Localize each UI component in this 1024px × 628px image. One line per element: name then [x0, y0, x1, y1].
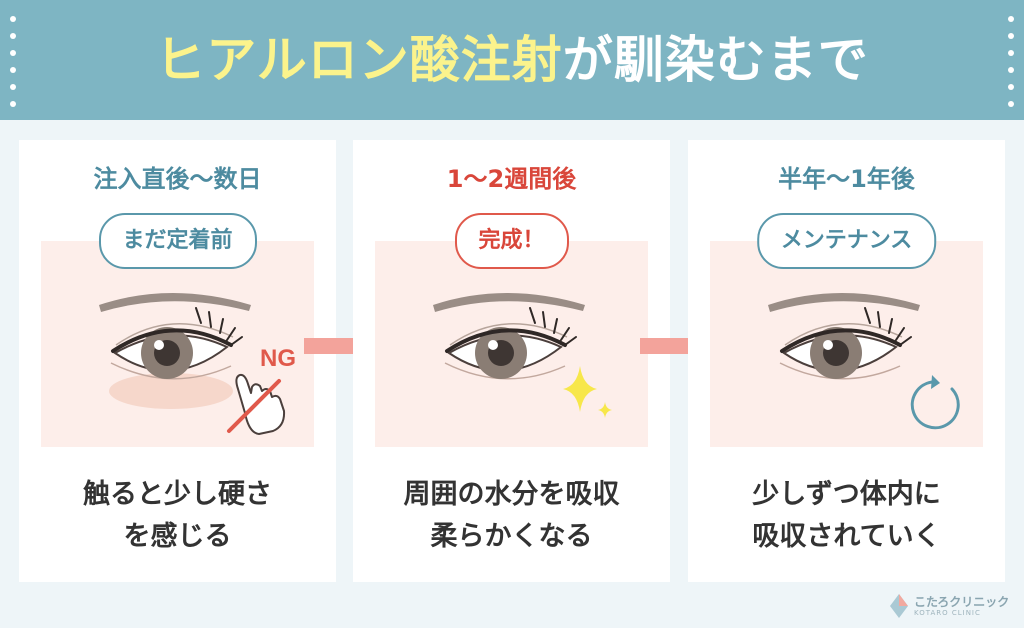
clinic-name: こたろクリニック [914, 595, 1010, 609]
description-line-2: 吸収されていく [752, 521, 941, 552]
clinic-logo: こたろクリニック KOTARO CLINIC [888, 591, 1018, 621]
stage-description: 触ると少し硬さ を感じる [19, 474, 336, 558]
description-line-2: 柔らかくなる [430, 521, 593, 552]
clinic-name-en: KOTARO CLINIC [914, 609, 981, 617]
title-highlight: ヒアルロン酸注射 [155, 31, 563, 89]
stage-title: 1〜2週間後 [446, 165, 577, 193]
stage-description: 周囲の水分を吸収 柔らかくなる [353, 474, 670, 558]
stage-badge: 完成！ [454, 213, 569, 269]
description-line-1: 触ると少し硬さ [83, 479, 272, 510]
dot-column-right [1008, 16, 1014, 118]
description-line-1: 周囲の水分を吸収 [403, 479, 620, 510]
stage-title: 注入直後〜数日 [93, 165, 262, 193]
eye-illustration: NG [41, 241, 314, 447]
page-title: ヒアルロン酸注射が馴染むまで [0, 28, 1024, 92]
eye-illustration [375, 241, 648, 447]
description-line-1: 少しずつ体内に [752, 479, 941, 510]
stage-description: 少しずつ体内に 吸収されていく [688, 474, 1005, 558]
stage-card-3: 半年〜1年後 メンテナンス 少しずつ体内に 吸収されていく [688, 140, 1005, 582]
eye-illustration [710, 241, 983, 447]
clinic-logo-icon [890, 594, 908, 618]
sparkle-icon [563, 366, 612, 418]
dot-column-left [10, 16, 16, 118]
stage-card-1: 注入直後〜数日 まだ定着前 NG 触ると少し硬さ を感じる [19, 140, 336, 582]
description-line-2: を感じる [123, 521, 232, 552]
stage-title: 半年〜1年後 [778, 165, 915, 193]
refresh-icon [910, 375, 960, 430]
stage-badge: まだ定着前 [98, 213, 257, 269]
stage-card-2: 1〜2週間後 完成！ 周囲の水分を吸収 柔らかくなる [353, 140, 670, 582]
no-touch-icon [227, 373, 286, 435]
ng-mark: NG [260, 345, 296, 372]
stage-badge: メンテナンス [756, 213, 937, 269]
header-banner: ヒアルロン酸注射が馴染むまで [0, 0, 1024, 120]
title-rest: が馴染むまで [562, 31, 869, 89]
